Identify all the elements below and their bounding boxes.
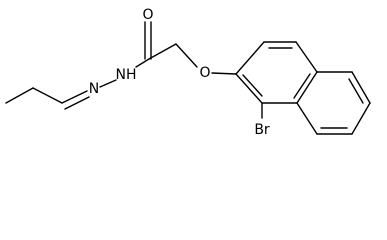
ring-double-c5-c6	[348, 78, 364, 104]
ring-bond-c4a-c8a	[296, 71, 318, 104]
bond-carbonyl-ch2	[148, 43, 177, 60]
ring-bond-c1-c2	[235, 73, 263, 104]
bond-nh-carbonyl-c	[135, 58, 150, 68]
ring-bond-c5-c6	[351, 71, 371, 104]
naphthalene-right-ring	[296, 71, 371, 135]
ring-double-c4a-c8a	[293, 73, 311, 99]
propylidene-chain	[5, 87, 90, 110]
bond-ch2-o-ether	[175, 43, 198, 68]
bond-ch3-ch2	[5, 87, 34, 104]
bond-ch-n-double-a	[61, 90, 88, 104]
atom-label-bromine: Br	[254, 122, 270, 138]
hydrazide-linkage	[99, 21, 237, 88]
ring-bond-c6-c7	[351, 102, 371, 135]
bond-ch-n-double-b	[64, 96, 90, 110]
naphthalene-left-ring	[235, 41, 318, 104]
ring-double-c1-c2	[242, 74, 263, 97]
atom-label-nh: NH	[116, 67, 137, 83]
atom-label-imine-nitrogen: N	[89, 81, 99, 97]
ring-bond-c8-c8a	[296, 102, 318, 135]
atom-label-ether-oxygen: O	[199, 65, 210, 81]
bond-ch2-ch	[32, 87, 63, 104]
bond-o-ether-ring	[211, 72, 237, 75]
bond-n-n	[99, 79, 117, 88]
molecule-structure-diagram: O NH N O Br	[5, 7, 371, 138]
atom-label-carbonyl-oxygen: O	[142, 7, 153, 23]
ring-bond-c4-c4a	[295, 41, 318, 73]
ring-bond-c2-c3	[235, 41, 265, 75]
